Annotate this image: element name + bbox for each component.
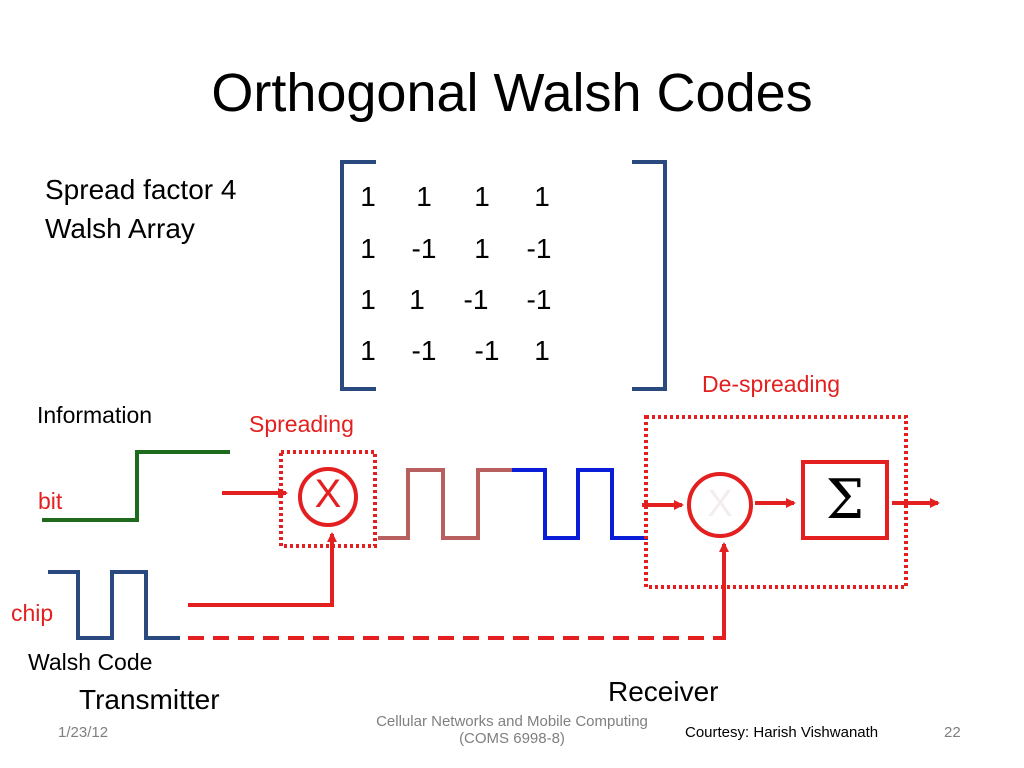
matrix-cell: -1	[411, 335, 437, 366]
spreading-label: Spreading	[249, 411, 354, 437]
matrix-cell: 1	[360, 181, 376, 212]
footer-courtesy: Courtesy: Harish Vishwanath	[685, 724, 879, 741]
summation-symbol: Σ	[825, 468, 865, 531]
matrix-cell: 1	[360, 284, 376, 315]
despreading-multiply-symbol: X	[707, 483, 733, 525]
matrix-right-bracket	[632, 160, 667, 391]
footer-date: 1/23/12	[58, 724, 109, 741]
matrix-left-bracket	[340, 160, 376, 391]
matrix-cell: -1	[411, 233, 437, 264]
matrix-cell: 1	[416, 181, 432, 212]
information-bit-waveform	[42, 450, 230, 522]
spreading-box	[279, 450, 377, 548]
chip-input-arrow	[188, 532, 337, 607]
matrix-cell: -1	[463, 284, 489, 315]
spread-factor-label: Spread factor 4	[45, 174, 237, 205]
matrix-cell: 1	[409, 284, 425, 315]
matrix-cell: 1	[534, 181, 550, 212]
spreading-multiplier	[298, 467, 358, 527]
matrix-cell: 1	[474, 233, 490, 264]
slide-title: Orthogonal Walsh Codes	[211, 63, 813, 123]
despreading-label: De-spreading	[702, 371, 841, 397]
walsh-array-label: Walsh Array	[45, 213, 195, 244]
spread-signal-blue	[512, 468, 648, 540]
receiver-label: Receiver	[608, 676, 719, 707]
footer-page-number: 22	[944, 724, 961, 741]
summation-box	[801, 460, 889, 540]
matrix-cell: 1	[360, 335, 376, 366]
matrix-cell: 1	[534, 335, 550, 366]
bit-label: bit	[38, 488, 63, 514]
walsh-code-label: Walsh Code	[28, 649, 153, 675]
footer-course-line1: Cellular Networks and Mobile Computing	[376, 713, 648, 730]
matrix-cell: 1	[474, 181, 490, 212]
despreading-multiplier	[687, 472, 753, 538]
footer-course-line2: (COMS 6998-8)	[459, 730, 565, 747]
matrix-cell: -1	[526, 284, 552, 315]
walsh-code-waveform	[48, 570, 180, 640]
information-label: Information	[37, 402, 153, 428]
matrix-cell: 1	[360, 233, 376, 264]
matrix-cell: -1	[474, 335, 500, 366]
spread-signal-rose	[378, 468, 512, 540]
footer-course: Cellular Networks and Mobile Computing (…	[362, 713, 662, 747]
transmitter-label: Transmitter	[79, 684, 220, 715]
chip-label: chip	[11, 600, 54, 626]
spreading-multiply-symbol: X	[314, 472, 342, 516]
matrix-cell: -1	[526, 233, 552, 264]
